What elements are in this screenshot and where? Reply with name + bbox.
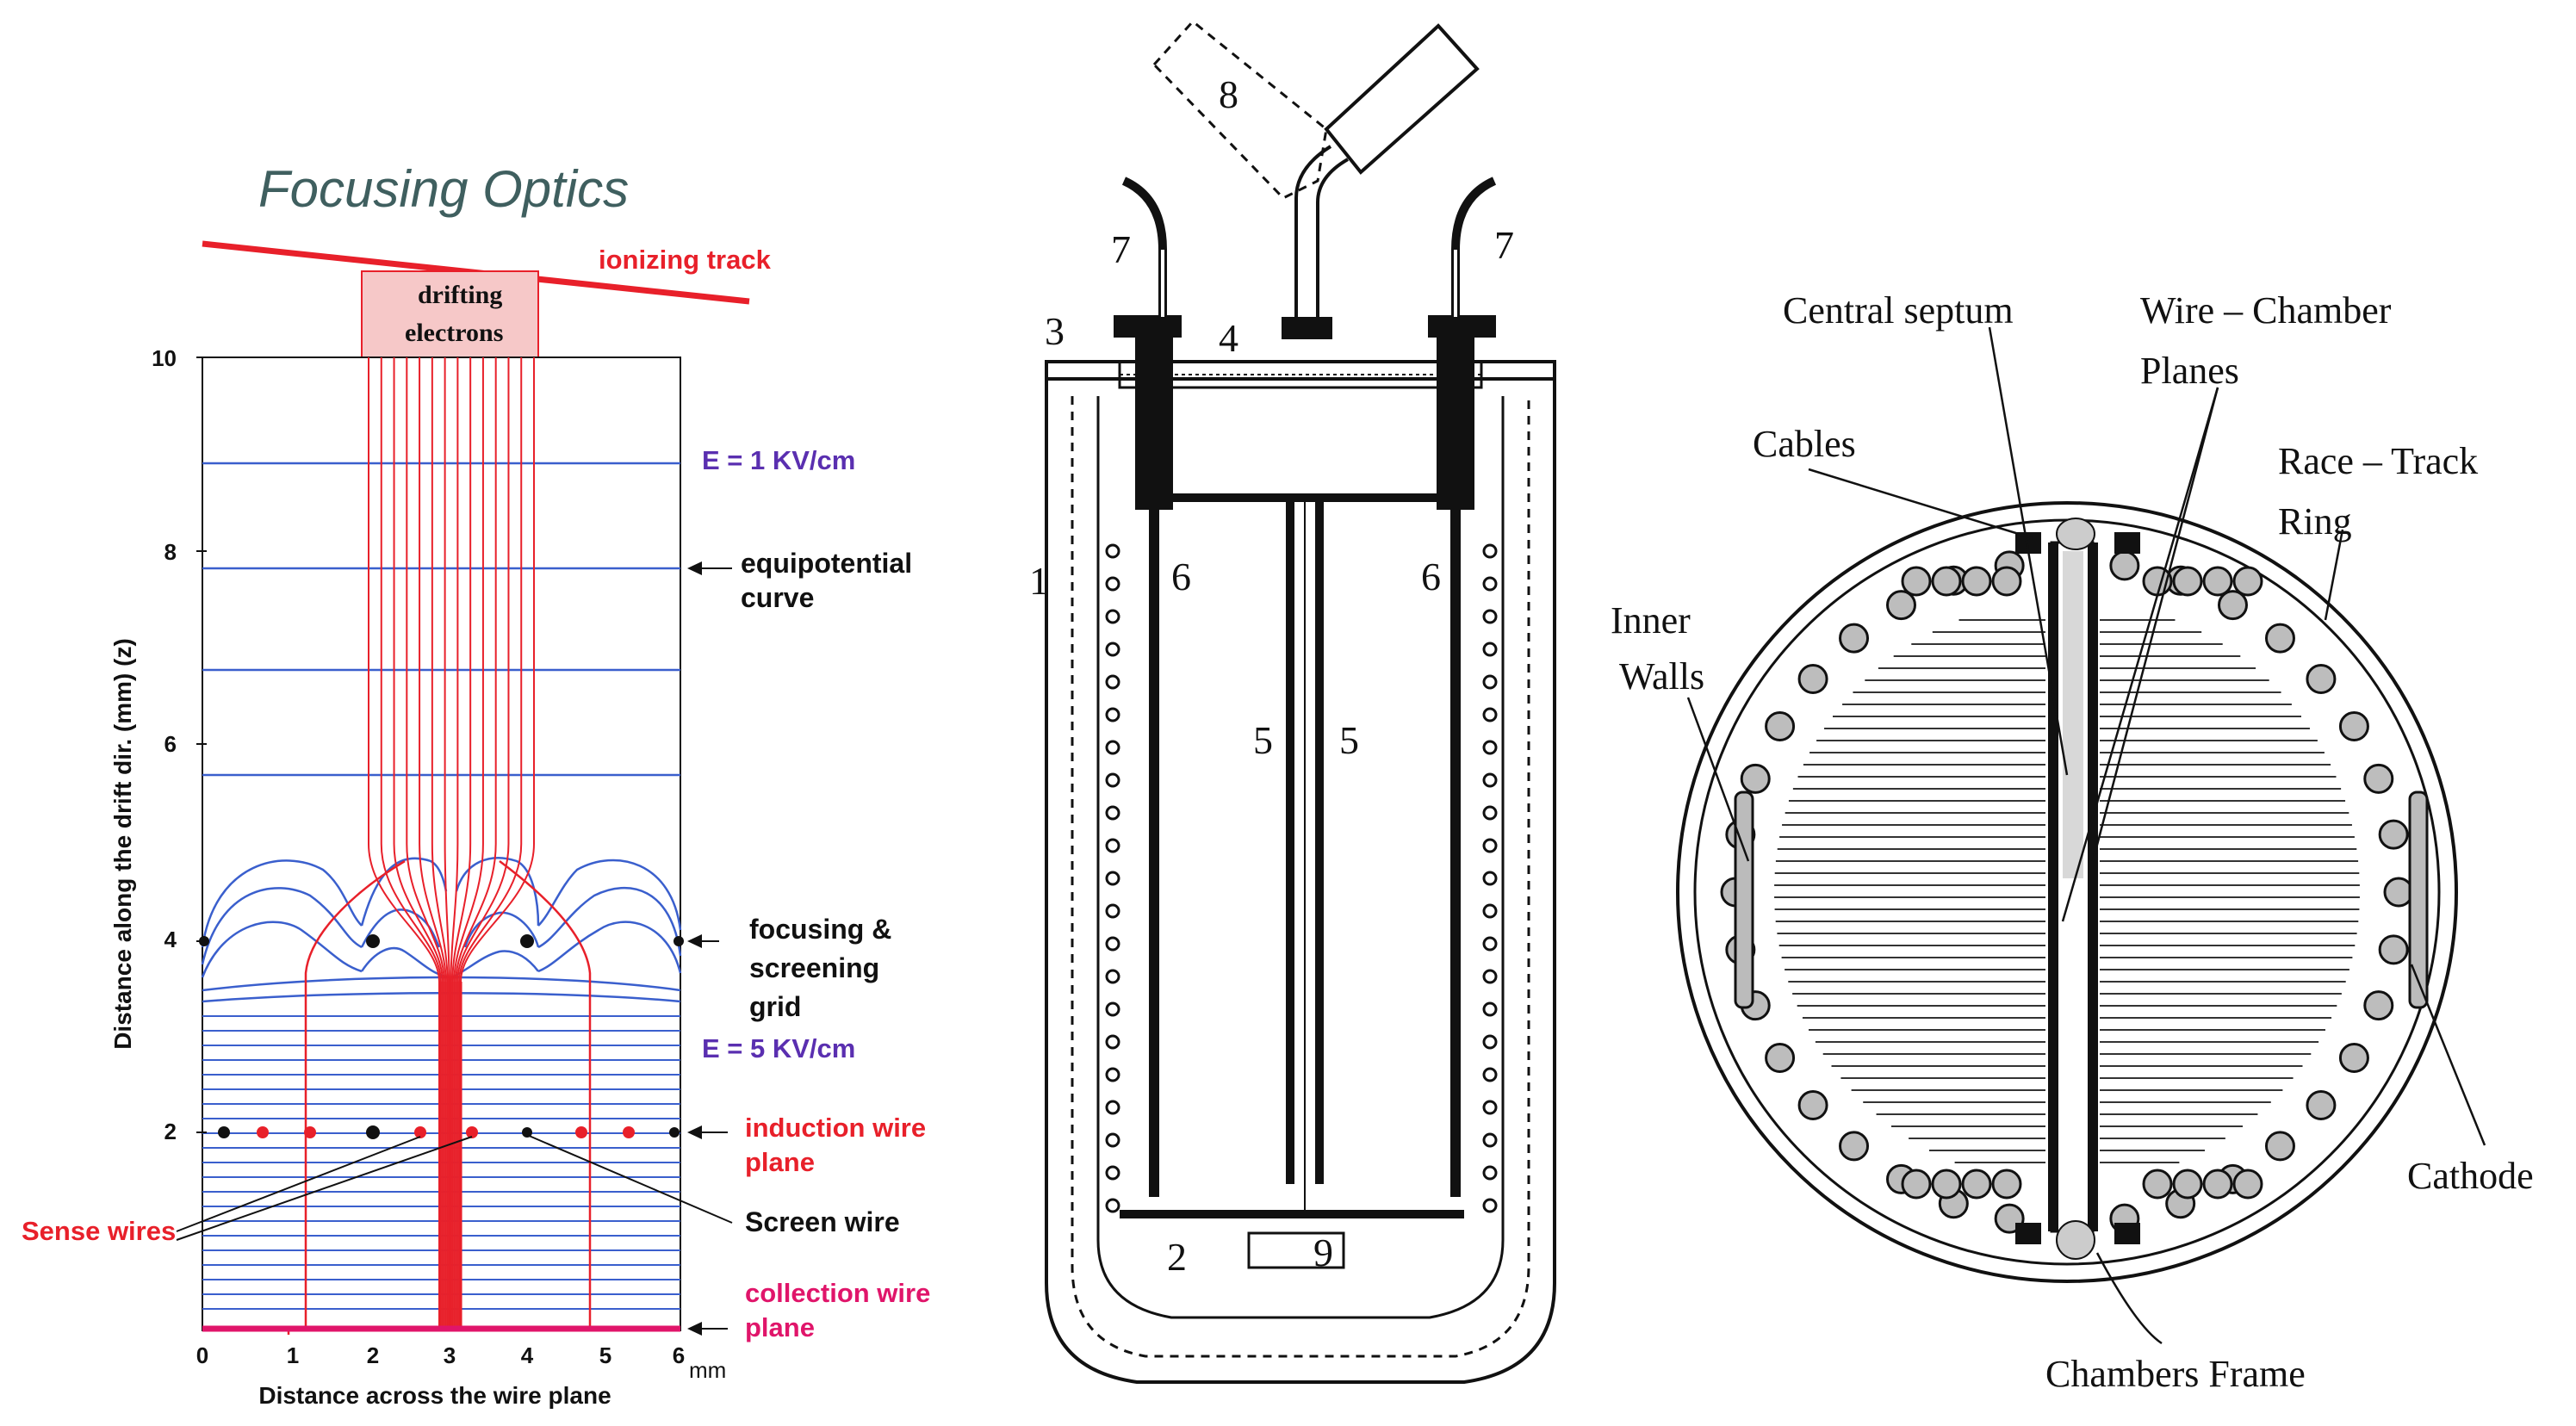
post-left — [1135, 334, 1173, 510]
e-field-5-label: E = 5 KV/cm — [702, 1033, 855, 1063]
electron-drift-lines — [368, 357, 535, 1330]
sense-wires-pointers — [176, 1136, 473, 1241]
x-tick-3: 3 — [444, 1342, 456, 1368]
x-tick-1: 1 — [287, 1342, 299, 1368]
x-tick-4: 4 — [521, 1342, 534, 1368]
y-tick-4: 4 — [164, 927, 177, 952]
cathode-label: Cathode — [2407, 1155, 2534, 1197]
induction-plane-wires — [218, 1125, 680, 1139]
label-8: 8 — [1219, 72, 1238, 116]
chamber-panel: Central septum Wire – Chamber Planes Cab… — [1611, 289, 2534, 1395]
race-track-label-1: Race – Track — [2278, 440, 2478, 482]
wire-chamber-label-1: Wire – Chamber — [2140, 289, 2392, 332]
y-tick-marks — [196, 356, 207, 1133]
y-tick-8: 8 — [164, 539, 177, 565]
y-axis-label: Distance along the drift dir. (mm) (z) — [109, 638, 136, 1050]
central-septum-label: Central septum — [1783, 289, 2014, 332]
wire-chamber-label-2: Planes — [2140, 350, 2239, 392]
cable-right-outer — [1451, 177, 1497, 317]
x-tick-5: 5 — [599, 1342, 611, 1368]
septum-bar-left — [2048, 542, 2058, 1231]
label-3: 3 — [1045, 309, 1065, 353]
vessel-rim — [1045, 360, 1556, 381]
label-5-left: 5 — [1253, 718, 1273, 762]
race-track-label-2: Ring — [2278, 500, 2352, 542]
x-axis-label: Distance across the wire plane — [258, 1382, 611, 1409]
center-tube-left — [1294, 145, 1332, 319]
equipotential-arrow — [687, 561, 732, 575]
x-ticks: 0 1 2 3 4 5 6 — [196, 1342, 685, 1368]
y-ticks: 10 8 6 4 2 — [152, 345, 177, 1144]
y-tick-6: 6 — [164, 731, 177, 757]
induction-arrow — [687, 1125, 728, 1139]
screen-wire-label: Screen wire — [745, 1206, 900, 1237]
collection-label-1: collection wire — [745, 1278, 930, 1308]
screening-grid-wires — [199, 934, 684, 948]
post-right — [1437, 334, 1474, 510]
label-6-left: 6 — [1171, 555, 1191, 598]
induction-label-2: plane — [745, 1147, 815, 1177]
label-9: 9 — [1313, 1231, 1333, 1274]
electrons-label: electrons — [405, 319, 503, 347]
chambers-frame-label: Chambers Frame — [2045, 1353, 2306, 1395]
cryostat-labels: 1 2 3 4 5 5 6 6 7 7 8 9 — [1029, 72, 1514, 1279]
inner-vessel — [1096, 396, 1505, 1319]
focusing-label-1: focusing & — [749, 914, 891, 945]
equipotential-label-1: equipotential — [741, 548, 912, 579]
component-8-dashed — [1151, 19, 1328, 200]
label-5-right: 5 — [1339, 718, 1359, 762]
focusing-optics-title: Focusing Optics — [258, 160, 629, 218]
label-6-right: 6 — [1421, 555, 1441, 598]
upper-equipotential-lines — [202, 462, 680, 777]
septum-bar-right — [2088, 542, 2098, 1231]
chamber-pointers — [1686, 326, 2486, 1345]
equipotential-label-2: curve — [741, 582, 814, 613]
center-tube-right — [1316, 158, 1349, 319]
label-1: 1 — [1029, 559, 1049, 603]
outer-vessel — [1045, 377, 1556, 1384]
label-7-right: 7 — [1494, 223, 1514, 267]
y-tick-2: 2 — [164, 1119, 177, 1144]
septum-hatch — [2063, 551, 2083, 878]
induction-label-1: induction wire — [745, 1113, 926, 1143]
x-unit: mm — [689, 1357, 726, 1383]
focusing-label-2: screening — [749, 952, 879, 983]
focusing-optics-panel: Focusing Optics ionizing track drifting … — [22, 160, 930, 1409]
x-tick-6: 6 — [673, 1342, 685, 1368]
component-9-box — [1247, 1231, 1345, 1269]
feedthrough-right — [1428, 315, 1496, 338]
component-8-solid — [1324, 23, 1480, 175]
cryostat-panel — [1045, 19, 1556, 1384]
screen-wire-pointer — [526, 1134, 733, 1224]
insulation-layer — [1071, 396, 1530, 1358]
race-track-ring — [1720, 550, 2414, 1234]
inner-walls-label-1: Inner — [1611, 599, 1691, 642]
outer-wall — [1676, 501, 2458, 1283]
x-tick-0: 0 — [196, 1342, 208, 1368]
collection-arrow — [687, 1322, 728, 1336]
cables-label: Cables — [1753, 423, 1856, 465]
grid-arrow — [687, 934, 719, 948]
sense-wires-label: Sense wires — [22, 1216, 176, 1246]
collection-label-2: plane — [745, 1312, 815, 1342]
label-2: 2 — [1167, 1235, 1187, 1279]
label-7-left: 7 — [1111, 227, 1131, 271]
e-field-1-label: E = 1 KV/cm — [702, 445, 855, 475]
coil-windings — [1105, 543, 1498, 1213]
wire-chamber-lines — [1774, 619, 2360, 1163]
x-tick-2: 2 — [367, 1342, 379, 1368]
inner-walls-label-2: Walls — [1619, 655, 1704, 698]
y-tick-10: 10 — [152, 345, 177, 371]
label-4: 4 — [1219, 316, 1238, 360]
drifting-label: drifting — [418, 281, 502, 309]
ionizing-track-label: ionizing track — [599, 245, 772, 275]
feedthrough-left — [1114, 315, 1182, 338]
feedthrough-center — [1282, 317, 1332, 339]
cable-left-outer — [1121, 177, 1167, 317]
focusing-label-3: grid — [749, 991, 801, 1022]
cathode-right — [2408, 790, 2429, 1009]
cathode-left — [1734, 790, 1754, 1009]
